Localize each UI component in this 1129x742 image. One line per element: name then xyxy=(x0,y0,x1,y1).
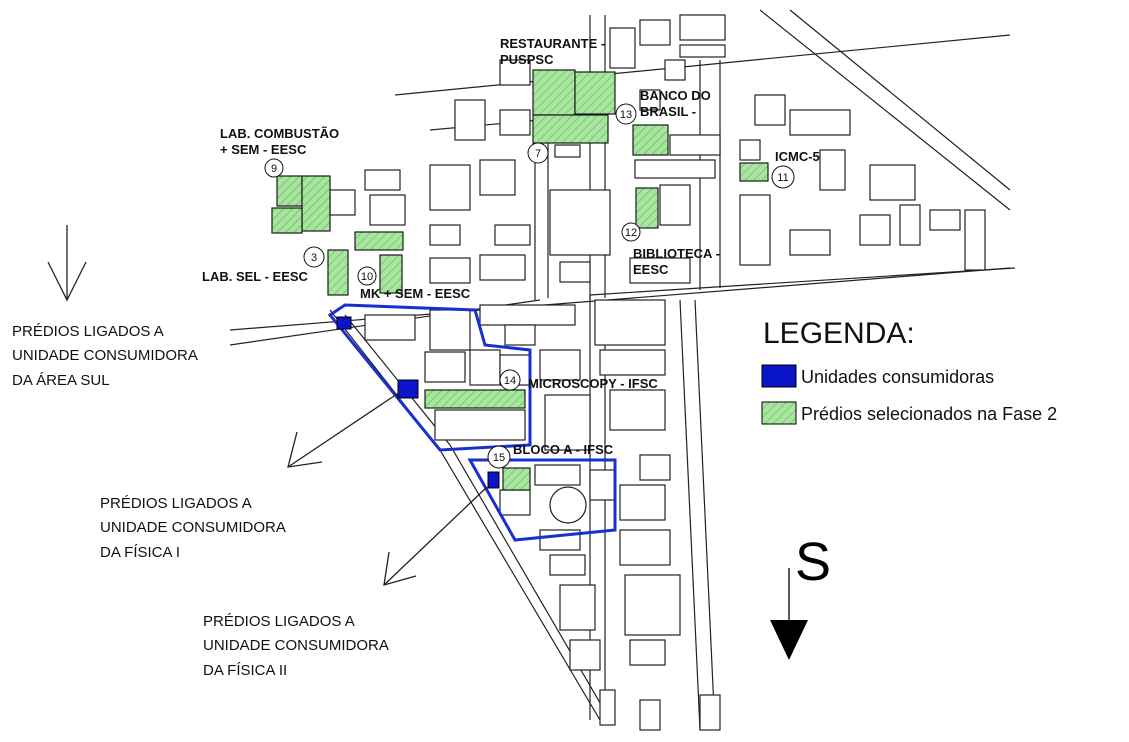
svg-text:UNIDADE CONSUMIDORA: UNIDADE CONSUMIDORA xyxy=(12,347,198,364)
label-restaurante: RESTAURANTE - xyxy=(500,36,605,51)
building-labels: RESTAURANTE - PUSPSC BANCO DO BRASIL - L… xyxy=(202,36,820,457)
marker-10: 10 xyxy=(357,266,377,286)
note-area-sul: PRÉDIOS LIGADOS A UNIDADE CONSUMIDORA DA… xyxy=(12,225,198,389)
marker-12: 12 xyxy=(621,222,641,242)
legend-label-unidades: Unidades consumidoras xyxy=(801,367,994,387)
consumer-units xyxy=(336,316,500,489)
svg-text:DA FÍSICA II: DA FÍSICA II xyxy=(203,662,287,679)
consumer-zones xyxy=(327,303,617,542)
label-lab-sel: LAB. SEL - EESC xyxy=(202,269,309,284)
svg-text:13: 13 xyxy=(620,109,632,121)
south-indicator: S xyxy=(770,532,831,660)
marker-14: 14 xyxy=(499,369,521,391)
note-fisica-i: PRÉDIOS LIGADOS A UNIDADE CONSUMIDORA DA… xyxy=(100,391,401,561)
buildings xyxy=(329,14,986,731)
legend-title: LEGENDA: xyxy=(763,317,915,350)
marker-7: 7 xyxy=(527,142,549,164)
zone-fisica-i xyxy=(467,458,617,542)
marker-11: 11 xyxy=(771,165,795,189)
svg-text:7: 7 xyxy=(535,148,541,160)
label-microscopy: MICROSCOPY - IFSC xyxy=(528,376,658,391)
svg-text:DA FÍSICA I: DA FÍSICA I xyxy=(100,544,180,561)
marker-15: 15 xyxy=(487,445,511,469)
svg-text:UNIDADE CONSUMIDORA: UNIDADE CONSUMIDORA xyxy=(203,637,389,654)
legend-swatch-unidades xyxy=(761,364,797,388)
svg-text:PRÉDIOS LIGADOS A: PRÉDIOS LIGADOS A xyxy=(12,323,164,340)
marker-3: 3 xyxy=(303,246,325,268)
svg-text:UNIDADE CONSUMIDORA: UNIDADE CONSUMIDORA xyxy=(100,519,286,536)
svg-text:14: 14 xyxy=(504,375,516,387)
svg-text:9: 9 xyxy=(271,163,277,175)
selected-buildings xyxy=(271,69,769,491)
label-mk: MK + SEM - EESC xyxy=(360,286,471,301)
label-biblioteca: BIBLIOTECA - xyxy=(633,246,720,261)
number-markers: 13 7 9 11 12 3 10 14 15 xyxy=(264,103,795,469)
legend-swatch-predios xyxy=(761,401,797,425)
label-lab-combustao-2: + SEM - EESC xyxy=(220,142,307,157)
label-banco-2: BRASIL - xyxy=(640,104,696,119)
svg-text:PRÉDIOS LIGADOS A: PRÉDIOS LIGADOS A xyxy=(203,613,355,630)
label-biblioteca-2: EESC xyxy=(633,262,669,277)
note-fisica-ii: PRÉDIOS LIGADOS A UNIDADE CONSUMIDORA DA… xyxy=(203,486,488,679)
marker-13: 13 xyxy=(615,103,637,125)
svg-text:12: 12 xyxy=(625,227,637,239)
svg-text:PRÉDIOS LIGADOS A: PRÉDIOS LIGADOS A xyxy=(100,495,252,512)
zone-area-sul xyxy=(327,303,532,452)
svg-text:15: 15 xyxy=(493,452,505,464)
label-icmc: ICMC-5 xyxy=(775,149,820,164)
south-arrow-icon xyxy=(770,620,808,660)
legend-label-predios: Prédios selecionados na Fase 2 xyxy=(801,404,1057,424)
marker-9: 9 xyxy=(264,158,284,178)
label-lab-combustao: LAB. COMBUSTÃO xyxy=(220,126,339,141)
svg-text:DA ÁREA SUL: DA ÁREA SUL xyxy=(12,372,110,389)
label-restaurante-2: PUSPSC xyxy=(500,52,554,67)
legend: LEGENDA: Unidades consumidoras Prédios s… xyxy=(761,317,1057,425)
svg-text:3: 3 xyxy=(311,252,317,264)
label-banco: BANCO DO xyxy=(640,88,711,103)
south-letter: S xyxy=(795,532,831,592)
label-bloco-a: BLOCO A - IFSC xyxy=(513,442,614,457)
svg-text:10: 10 xyxy=(361,271,373,283)
svg-text:11: 11 xyxy=(777,172,788,184)
